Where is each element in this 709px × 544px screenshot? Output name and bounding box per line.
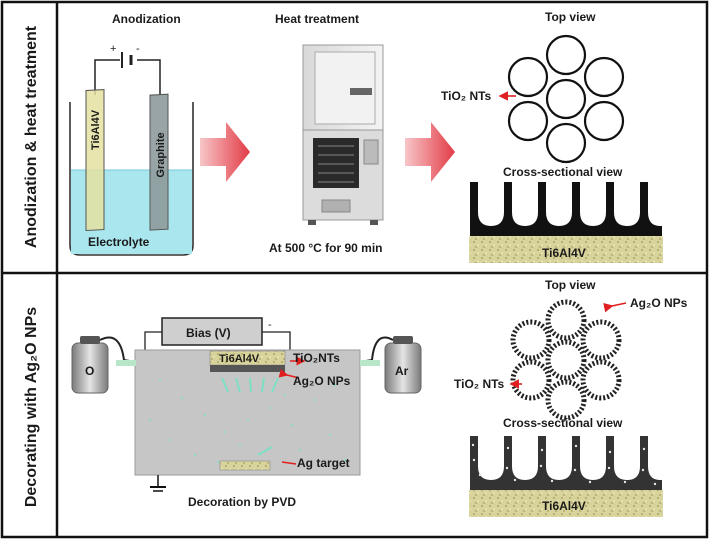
nanotube-cross-section — [470, 182, 662, 236]
decorated-cross-section — [470, 436, 662, 490]
bias-minus: - — [268, 319, 272, 331]
top-view-title-2: Top view — [545, 278, 596, 292]
electrode-right-label: Graphite — [155, 132, 167, 177]
electrode-ti6al4v — [85, 89, 105, 232]
battery-minus: - — [136, 43, 140, 55]
side-label-bottom: Decorating with Ag₂O NPs — [23, 307, 40, 507]
bias-label: Bias (V) — [186, 326, 231, 340]
chamber-substrate-label: Ti6Al4V — [219, 353, 260, 365]
cross-title-2: Cross-sectional view — [503, 416, 623, 430]
deposition-flux — [221, 377, 279, 456]
top-view-title-1: Top view — [545, 10, 596, 24]
ag-target — [219, 460, 271, 471]
pvd-setup: Bias (V) - Ti6Al4V — [71, 317, 422, 509]
electrode-left-label: Ti6Al4V — [90, 109, 102, 150]
process-arrow-1 — [200, 122, 250, 182]
side-label-top: Anodization & heat treatment — [23, 25, 40, 248]
process-arrow-2 — [405, 122, 455, 182]
particles-label-right: Ag₂O NPs — [630, 296, 688, 310]
substrate-top — [469, 236, 663, 263]
decorated-top-view — [510, 299, 622, 421]
electrode-graphite — [149, 93, 169, 231]
gas-tank-o: O — [71, 336, 136, 394]
substrate-label-top: Ti6Al4V — [542, 246, 586, 260]
beaker — [69, 102, 194, 256]
heat-caption: At 500 °C for 90 min — [269, 241, 383, 255]
gas-right-label: Ar — [395, 364, 409, 378]
door-handle — [350, 88, 372, 95]
nanotube-top-view — [507, 34, 625, 164]
chamber-tubes — [210, 365, 285, 372]
bias-wire-right — [262, 331, 291, 356]
substrate-label-bottom: Ti6Al4V — [542, 499, 586, 513]
top-result: Top view TiO₂ NTs Cross-sectional view T… — [441, 10, 663, 263]
cross-title-1: Cross-sectional view — [503, 165, 623, 179]
tube-label-top: TiO₂ NTs — [441, 89, 492, 103]
particles-label: Ag₂O NPs — [293, 374, 351, 388]
target-label: Ag target — [297, 456, 350, 470]
gas-tank-ar: Ar — [359, 336, 422, 394]
wire-right — [137, 59, 161, 95]
furnace: Heat treatment At 500 °C for 90 min — [269, 12, 384, 255]
bottom-result: Top view Ag₂O NPs TiO₂ NTs Cross-section… — [454, 278, 688, 517]
furnace-display — [321, 199, 351, 213]
wire-left — [94, 59, 120, 95]
control-panel — [363, 139, 379, 165]
tube-label-bottom: TiO₂ NTs — [454, 377, 505, 391]
bias-wire-left — [144, 331, 162, 350]
heat-title: Heat treatment — [275, 12, 359, 26]
gas-left-label: O — [85, 364, 94, 378]
substrate-bottom — [469, 490, 663, 517]
tubes-label: TiO₂NTs — [293, 351, 340, 365]
flux-particles — [149, 379, 346, 463]
anodization-title: Anodization — [112, 12, 181, 26]
cross-np-dots — [471, 443, 657, 486]
anodization-setup: Anodization + - Ti6Al4V Graphite Electro… — [69, 12, 194, 256]
electrolyte-label: Electrolyte — [88, 235, 150, 249]
battery-plus: + — [110, 43, 116, 55]
pvd-caption: Decoration by PVD — [188, 495, 296, 509]
